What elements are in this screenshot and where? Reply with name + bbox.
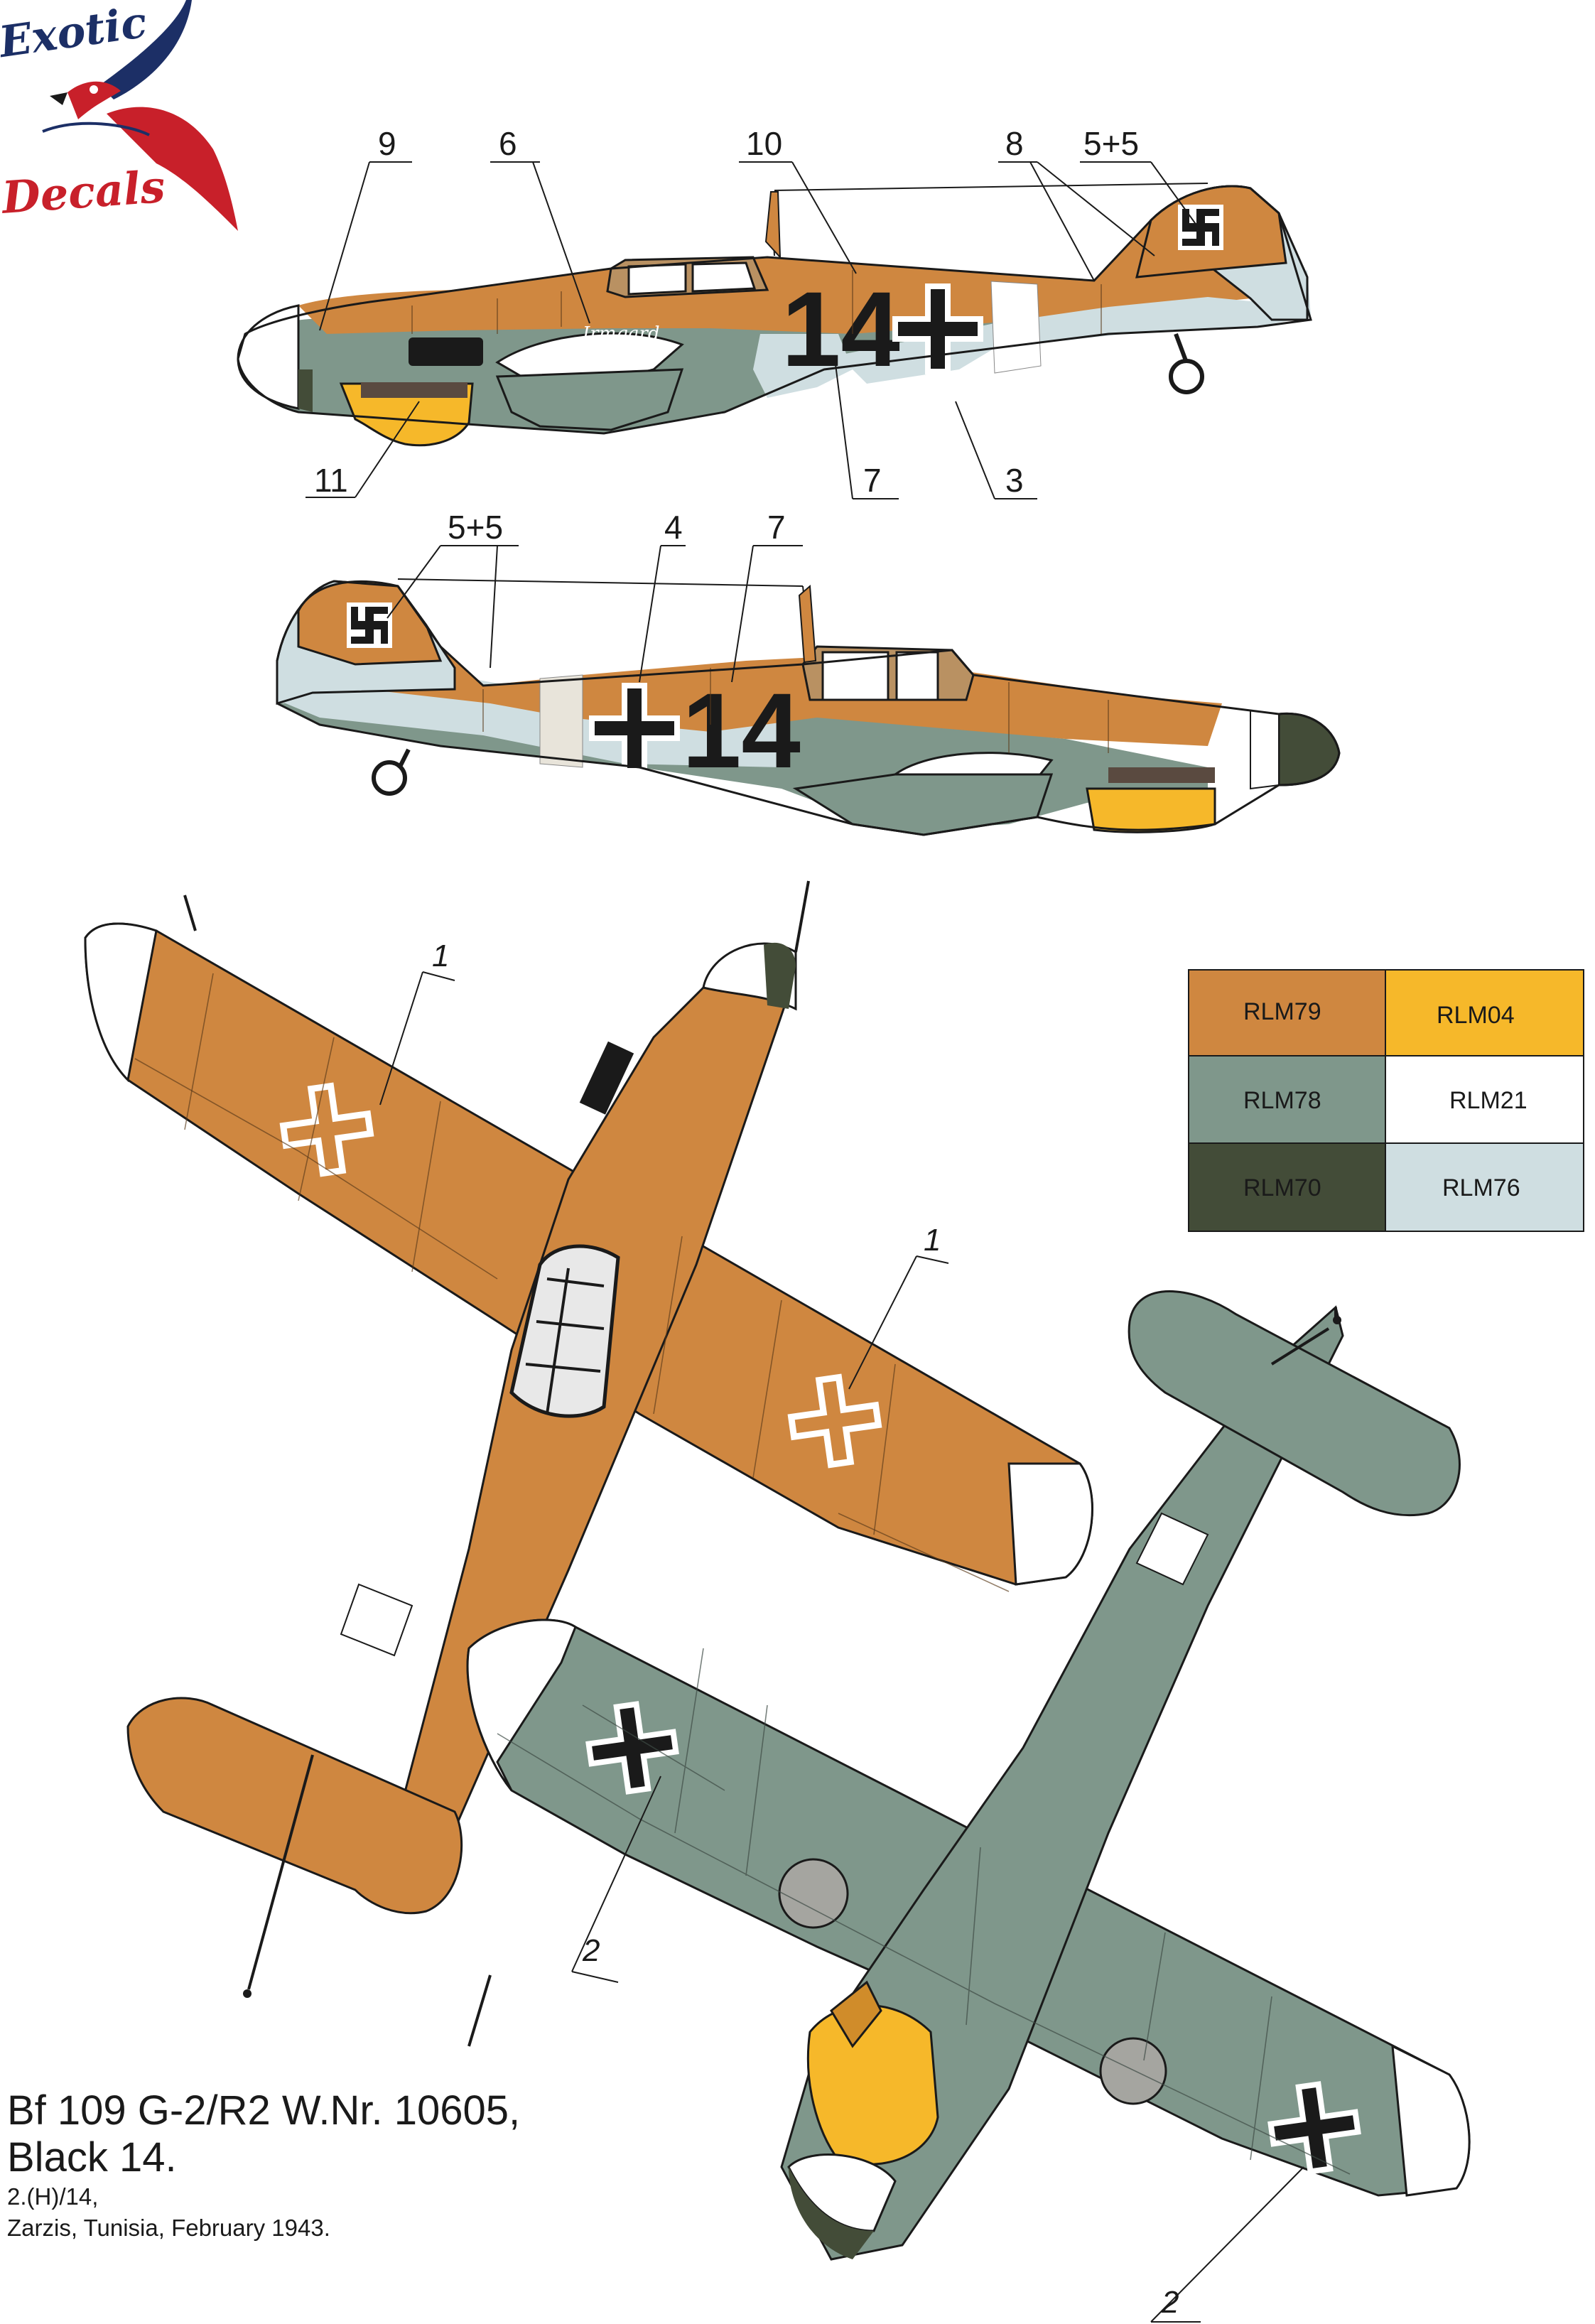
right-fuselage-code: 14	[682, 671, 801, 790]
callout-4: 4	[664, 509, 683, 546]
aircraft-caption: Bf 109 G-2/R2 W.Nr. 10605, Black 14. 2.(…	[7, 2087, 520, 2244]
callouts-left-profile: 9 6 10 8 5+5 11 7 3	[306, 125, 1201, 499]
legend-swatch-rlm21: RLM21	[1385, 1055, 1584, 1144]
callout-5plus5-left: 5+5	[1083, 125, 1139, 162]
color-legend: RLM79 RLM04 RLM78 RLM21 RLM70 RLM76	[1188, 969, 1584, 1232]
caption-aircraft-code: Black 14.	[7, 2134, 177, 2180]
svg-text:RLM76: RLM76	[1442, 1174, 1520, 1201]
legend-swatch-rlm78: RLM78	[1188, 1055, 1386, 1144]
callout-1-starboard: 1	[924, 1223, 941, 1258]
callout-9: 9	[378, 125, 396, 162]
exotic-decals-logo: Exotic Decals	[0, 0, 238, 231]
callout-2-port: 2	[582, 1933, 600, 1968]
left-profile-view: 14 Irmgard	[237, 183, 1312, 447]
svg-text:RLM78: RLM78	[1243, 1087, 1321, 1114]
callout-7-right: 7	[767, 509, 786, 546]
caption-location-date: Zarzis, Tunisia, February 1943.	[7, 2215, 330, 2241]
legend-swatch-rlm76: RLM76	[1385, 1142, 1584, 1232]
svg-text:RLM70: RLM70	[1243, 1174, 1321, 1201]
svg-text:RLM21: RLM21	[1449, 1087, 1528, 1114]
callout-6: 6	[499, 125, 517, 162]
logo-text-exotic: Exotic	[0, 0, 150, 67]
callout-7-left: 7	[863, 462, 882, 499]
nose-art-script: Irmgard	[582, 323, 660, 345]
callouts-top-view: 1 1	[379, 939, 949, 1390]
svg-text:RLM79: RLM79	[1243, 998, 1321, 1025]
callout-11: 11	[314, 462, 348, 499]
caption-aircraft-type: Bf 109 G-2/R2 W.Nr. 10605,	[7, 2087, 521, 2134]
legend-swatch-rlm04: RLM04	[1385, 969, 1584, 1056]
legend-swatch-rlm79: RLM79	[1188, 969, 1386, 1056]
callouts-bottom-view: 2 2	[571, 1776, 1304, 2323]
logo-text-decals: Decals	[0, 161, 167, 224]
callouts-right-profile: 5+5 4 7	[386, 509, 803, 683]
callout-5plus5-right: 5+5	[448, 509, 503, 546]
right-profile-view: 14	[276, 578, 1341, 836]
caption-unit: 2.(H)/14,	[7, 2183, 99, 2210]
callout-3: 3	[1005, 462, 1024, 499]
bottom-view	[466, 1290, 1471, 2261]
callout-1-port: 1	[432, 939, 449, 973]
left-fuselage-code: 14	[782, 269, 900, 389]
callout-10: 10	[746, 125, 782, 162]
legend-swatch-rlm70: RLM70	[1188, 1142, 1386, 1232]
callout-8: 8	[1005, 125, 1024, 162]
svg-text:RLM04: RLM04	[1437, 1002, 1515, 1029]
top-view	[84, 880, 1093, 1998]
